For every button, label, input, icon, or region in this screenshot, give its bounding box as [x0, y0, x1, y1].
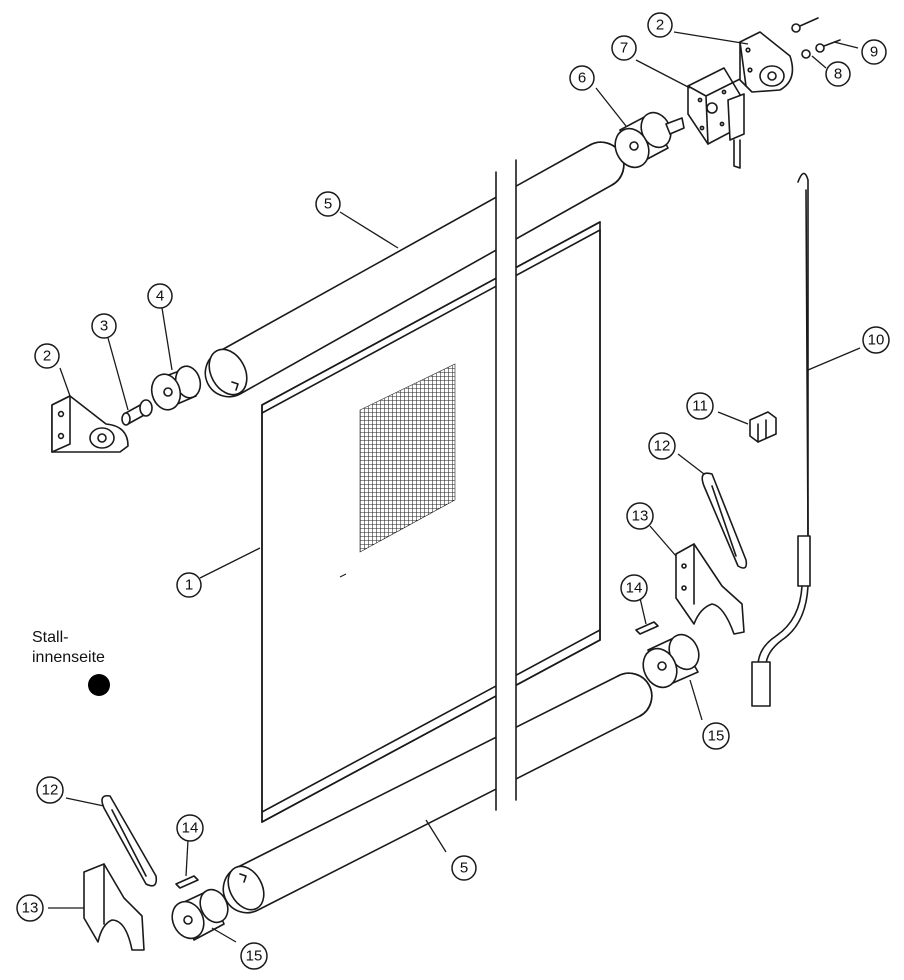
callout-12-right: 12	[648, 432, 676, 460]
svg-text:7: 7	[620, 40, 628, 57]
svg-text:14: 14	[182, 820, 199, 837]
break-gap	[495, 159, 517, 811]
svg-text:1: 1	[185, 577, 193, 594]
callout-8: 8	[825, 61, 851, 87]
screw-set	[791, 17, 841, 59]
svg-text:10: 10	[868, 332, 885, 349]
upper-roller-tube	[204, 141, 625, 398]
svg-text:12: 12	[42, 782, 59, 799]
svg-text:6: 6	[578, 70, 586, 87]
svg-text:4: 4	[156, 288, 164, 305]
callout-5-upper: 5	[315, 191, 341, 217]
callout-14-right: 14	[620, 574, 648, 602]
callout-1: 1	[176, 572, 202, 598]
legend-line-1: Stall-	[32, 629, 69, 646]
svg-text:15: 15	[246, 948, 263, 965]
crank-rod	[751, 172, 811, 707]
right-end-cap	[642, 633, 700, 689]
end-pin	[121, 399, 153, 426]
callout-15-right: 15	[702, 722, 730, 750]
svg-text:9: 9	[870, 44, 878, 61]
callout-3: 3	[91, 313, 117, 339]
callout-13-left: 13	[16, 894, 44, 922]
svg-text:5: 5	[324, 196, 332, 213]
right-drive-cap	[614, 111, 685, 169]
right-tension-strap	[701, 472, 748, 569]
right-key-pin	[635, 621, 659, 635]
svg-text:2: 2	[656, 17, 664, 34]
legend-line-2: innenseite	[32, 649, 105, 666]
rod-clip	[749, 411, 777, 443]
left-support-bracket	[83, 863, 145, 951]
callout-11: 11	[686, 392, 714, 420]
left-tension-strap	[101, 794, 158, 887]
gear-drive	[687, 67, 745, 169]
callout-2-right: 2	[647, 12, 673, 38]
left-end-cap-lower	[171, 888, 229, 941]
callout-12-left: 12	[36, 776, 64, 804]
svg-text:13: 13	[22, 900, 39, 917]
legend-dot-icon	[88, 674, 110, 696]
callout-7: 7	[611, 35, 637, 61]
callout-10: 10	[862, 326, 890, 354]
svg-text:3: 3	[100, 318, 108, 335]
left-mounting-bracket	[51, 395, 129, 453]
callout-9: 9	[861, 39, 887, 65]
svg-text:13: 13	[632, 508, 649, 525]
svg-text:11: 11	[692, 398, 708, 415]
callout-5-lower: 5	[451, 855, 477, 881]
callout-4: 4	[147, 283, 173, 309]
svg-text:15: 15	[708, 728, 725, 745]
callout-15-left: 15	[240, 942, 268, 970]
svg-text:2: 2	[43, 348, 51, 365]
callout-2-left: 2	[34, 343, 60, 369]
svg-text:14: 14	[626, 580, 643, 597]
mesh-detail	[359, 363, 456, 553]
right-support-bracket	[675, 543, 745, 635]
right-mounting-bracket	[739, 31, 794, 93]
leader-lines	[48, 31, 861, 943]
callout-13-right: 13	[626, 502, 654, 530]
callout-14-left: 14	[176, 814, 204, 842]
callout-6: 6	[569, 65, 595, 91]
svg-text:12: 12	[654, 438, 671, 455]
lower-roller-tube	[222, 672, 653, 914]
left-key-pin	[175, 875, 199, 889]
left-end-cap	[150, 365, 202, 411]
stall-innenseite-legend: Stall- innenseite	[32, 628, 105, 668]
svg-text:8: 8	[834, 66, 842, 83]
svg-text:5: 5	[460, 860, 468, 877]
